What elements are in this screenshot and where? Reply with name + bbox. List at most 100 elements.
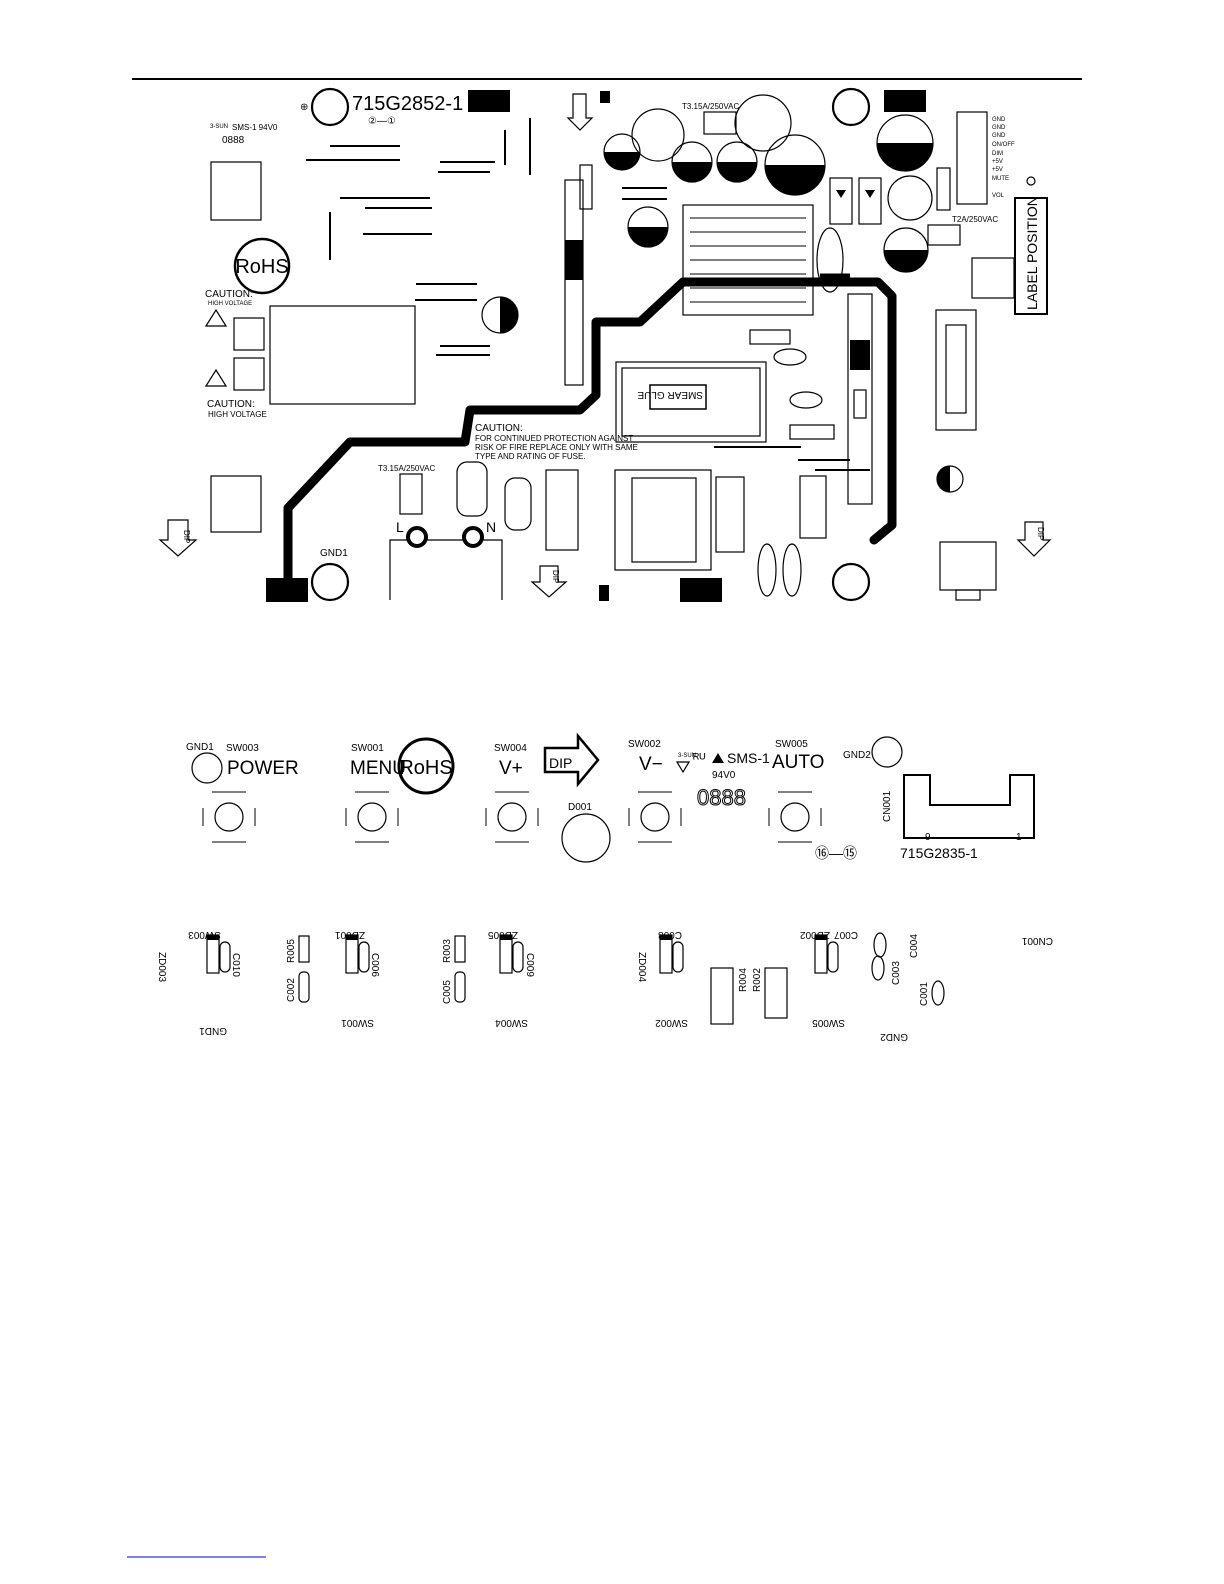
fuse-f602 [927,224,961,246]
capacitor-c802-polarity [500,297,518,333]
capacitor-c911 [757,543,777,597]
button-sw004: SW004 V+ [485,743,539,843]
ic-ic601-body [945,324,967,414]
component-group-zd001: C002 R005 ZD001 C006 SW001 [286,929,380,1028]
heatsink-hs2-pad [565,240,583,280]
capacitor-c938 [789,391,823,409]
gnd2-label: GND2 [843,750,871,761]
heatsink-hs2 [564,179,584,386]
capacitor-c905 [545,469,579,551]
fuse-f901 [399,473,423,515]
jumper-wires [306,118,870,471]
svg-text:ZD003: ZD003 [156,952,167,982]
capacitor-polarity [884,250,928,272]
connector-pin-9: 9 [925,832,931,843]
svg-text:R003: R003 [442,939,453,963]
svg-text:C002: C002 [286,978,297,1002]
cert-warning-icon [712,753,724,763]
connector-cn601 [939,541,997,591]
diode-symbol [865,190,875,198]
label-position-text: LABEL POSITION [1024,196,1040,310]
gnd1-label: GND1 [320,548,348,559]
svg-text:ZD004: ZD004 [636,952,647,982]
svg-text:GND1: GND1 [199,1025,227,1036]
dip-arrow-icon [566,93,594,131]
svg-text:MUTE: MUTE [992,176,1009,182]
component-group-zd002: C007 ZD002 C004 C003 C001 SW005 GND2 [800,929,945,1042]
capacitor-polarity [877,143,933,171]
dip-arrow-icon: DIP [1016,521,1052,557]
fuse-rating-right: T2A/250VAC [952,215,998,224]
svg-text:+5V: +5V [992,167,1003,173]
connector-cn901 [389,539,503,600]
component-group-zd005: C005 R003 ZD005 C009 SW004 [442,929,535,1028]
capacitor-polarity [628,227,668,247]
gnd1-pad [191,752,223,784]
svg-text:DIP: DIP [551,570,560,583]
fuse-caution-line: FOR CONTINUED PROTECTION AGAINST [475,434,633,443]
transformer-f801 [269,305,416,405]
svg-text:SW001: SW001 [351,743,384,754]
connector-cn801 [210,161,262,221]
svg-text:VOL: VOL [992,193,1005,199]
screw-icon: ⊕ [300,102,308,113]
ac-neutral-label: N [486,519,496,535]
dip-arrow-icon: DIP [530,565,568,598]
button-sw001: SW001 MENU [345,743,406,843]
transformer-hatch [690,217,806,303]
resistor-r916 [579,164,593,210]
svg-text:SW004: SW004 [495,1017,528,1028]
svg-text:GND: GND [992,117,1006,123]
capacitor-c920 [816,227,844,293]
connector-cn602 [956,111,988,205]
label-position-box [1014,197,1048,315]
svg-text:POWER: POWER [227,758,299,779]
solder-pad [600,91,610,103]
dip-arrow-icon: DIP [543,732,600,788]
fuse-caution-line: TYPE AND RATING OF FUSE. [475,452,586,461]
ic-ic601 [935,309,977,431]
svg-text:GND2: GND2 [880,1031,908,1042]
gnd2-pad [871,736,903,768]
capacitor-polarity [765,165,825,195]
svg-text:V−: V− [639,754,663,775]
svg-text:C003: C003 [891,961,902,985]
transformer-t901 [682,204,814,316]
svg-text:C006: C006 [369,953,380,977]
line-filter-l901 [614,469,712,571]
heatsink-hs3-pad [850,340,870,370]
board-revision: ⑯—⑮ [815,845,857,861]
capacitor-polarity [937,466,950,492]
component-group-zd004: C008 ZD004 R004 R002 SW002 [636,929,788,1028]
line-filter-l901-inner [631,477,697,563]
rohs-text: RoHS [235,256,288,278]
rohs-text: RoHS [399,757,452,779]
diode-symbol [836,190,846,198]
led-d001 [561,813,611,863]
fuse-rating-top: T3.15A/250VAC [682,102,739,111]
svg-text:R002: R002 [752,968,763,992]
board-part-number: 715G2852-1 [352,93,463,115]
resistor-r914 [789,424,835,440]
capacitor-c801 [233,317,265,351]
diode-d903 [829,177,853,225]
capacitor-polarity [717,162,757,182]
dip-arrow-icon: DIP [158,519,198,557]
component-c907-inner [621,367,761,437]
svg-text:DIP: DIP [549,755,572,771]
connector-cn802 [210,475,262,533]
component-group-zd003: SW003 ZD003 C010 GND1 [156,929,241,1036]
warning-icon [204,308,228,327]
solder-pad [680,578,722,602]
capacitor-polarity [604,152,640,170]
fuse-caution-line: RISK OF FIRE REPLACE ONLY WITH SAME [475,443,638,452]
svg-text:GND: GND [992,133,1006,139]
resistor-r948 [936,167,951,211]
button-sw005: SW005 AUTO [768,739,824,843]
svg-text:SW004: SW004 [494,743,527,754]
key-board-top: GND1 SW003 POWER SW001 MENU RoHS SW004 V… [186,732,1035,863]
rohs-logo [397,737,455,795]
svg-text:SW002: SW002 [655,1017,688,1028]
svg-text:R004: R004 [738,968,749,992]
caution-title: CAUTION: [207,399,255,410]
